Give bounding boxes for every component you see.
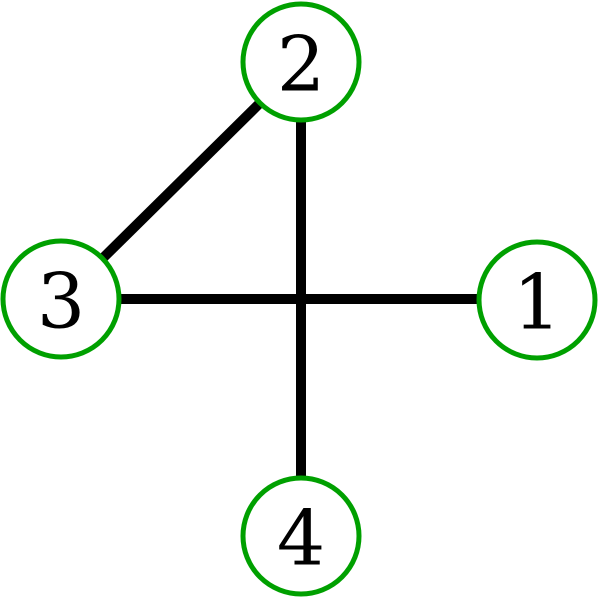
graph-edge-2-3	[99, 100, 263, 262]
graph-node-label-4: 4	[277, 494, 325, 583]
graph-node-label-2: 2	[277, 20, 325, 109]
graph-node-4[interactable]: 4	[240, 475, 362, 597]
graph-node-circle-1[interactable]	[476, 239, 598, 361]
graph-node-circle-4[interactable]	[240, 475, 362, 597]
graph-node-label-1: 1	[513, 258, 561, 347]
graph-node-3[interactable]: 3	[0, 238, 122, 360]
edges-layer	[99, 100, 479, 478]
graph-node-circle-3[interactable]	[0, 238, 122, 360]
graph-node-circle-2[interactable]	[240, 1, 362, 123]
graph-node-2[interactable]: 2	[240, 1, 362, 123]
graph-node-label-3: 3	[37, 257, 85, 346]
graph-node-1[interactable]: 1	[476, 239, 598, 361]
